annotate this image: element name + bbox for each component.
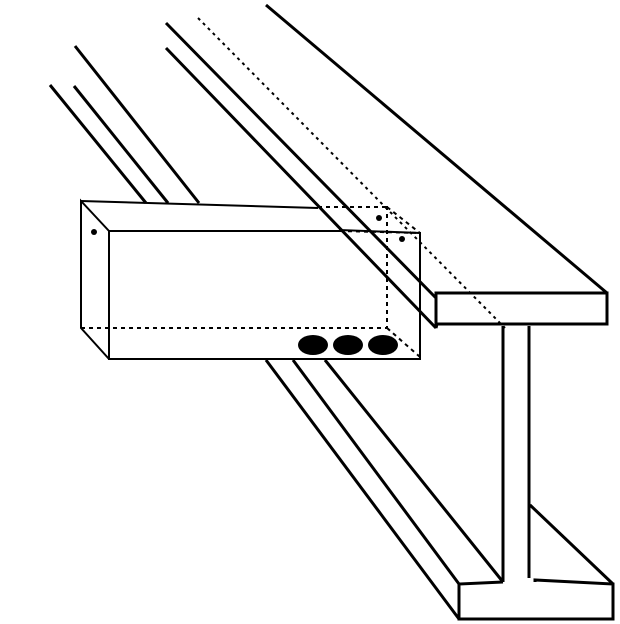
i-beam (48, 3, 615, 621)
box-pin-dot-left (91, 229, 97, 235)
bottom-flange-end-face (457, 578, 615, 621)
bottom-flange-bottom-edge (264, 359, 461, 620)
top-flange-upper-left-edge (164, 21, 438, 300)
top-flange-top-edge (265, 3, 608, 295)
web-hidden-edge (197, 17, 506, 329)
bottom-flange-top-edge (291, 359, 461, 585)
box-hole-1 (298, 335, 328, 355)
box-pin-dot-upper-right (376, 215, 382, 221)
box-hidden-top-right-edge (386, 206, 421, 234)
web-upper-receding-edge (73, 45, 201, 204)
bottom-flange-front-edge-upper (72, 85, 170, 204)
box-left-end-face (80, 198, 110, 360)
top-flange-lower-left-edge (164, 46, 438, 330)
web-lower-receding-edge (323, 359, 505, 583)
box-top-face (80, 200, 319, 209)
clamp-box (80, 198, 421, 360)
box-hole-2 (333, 335, 363, 355)
box-hidden-front-top-edge (339, 230, 421, 234)
bottom-flange-right-receding-edge (528, 503, 615, 586)
bottom-flange-back-edge-upper (48, 84, 148, 204)
box-hole-3 (368, 335, 398, 355)
top-flange-end-face (434, 291, 609, 329)
box-pin-dot-right (399, 236, 405, 242)
